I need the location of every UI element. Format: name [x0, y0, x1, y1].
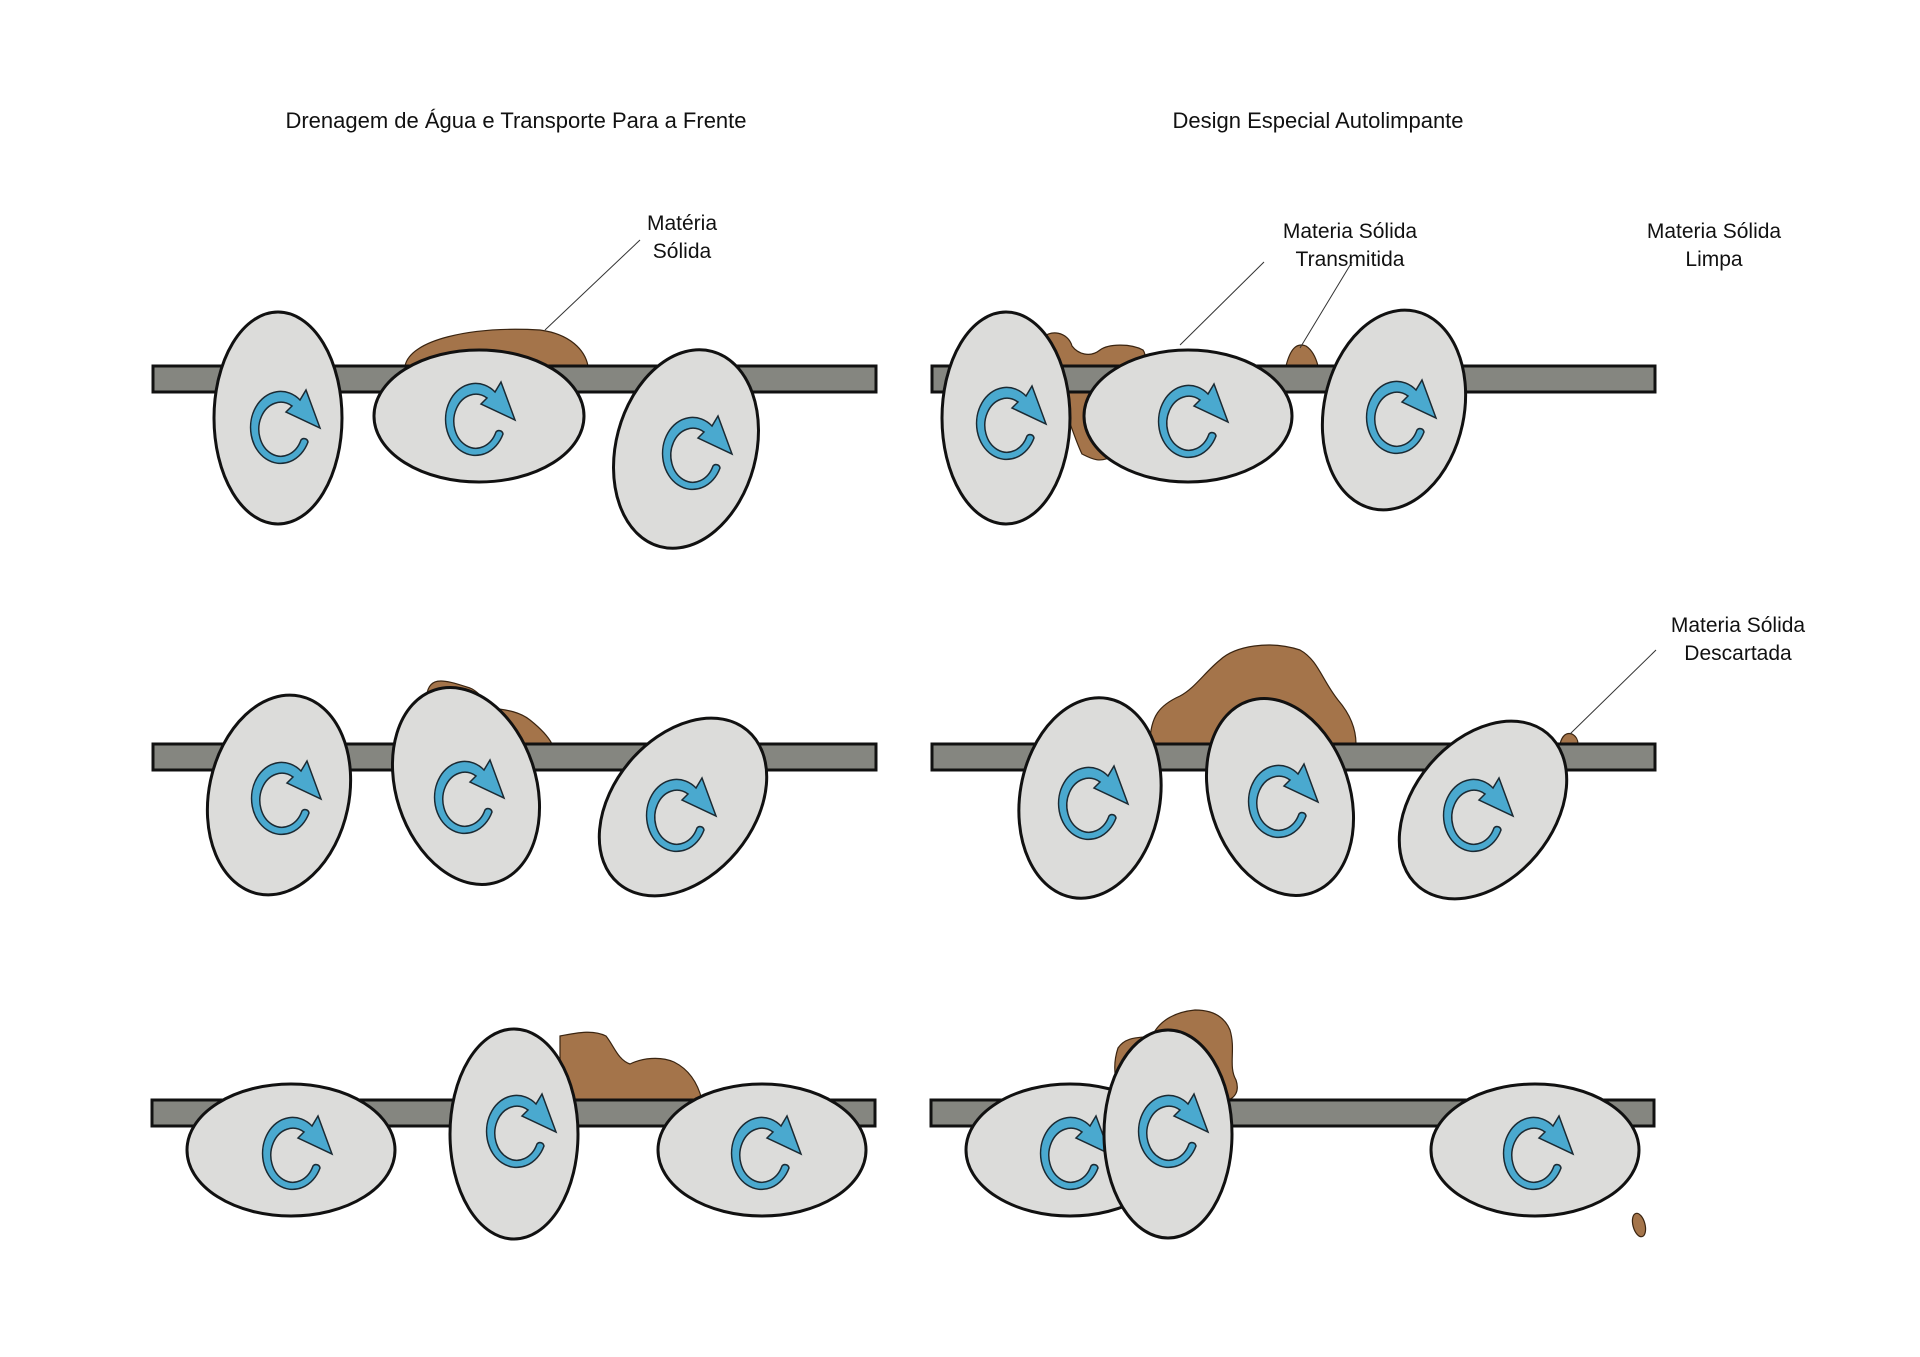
roller-disc [612, 348, 760, 550]
leader-line [1299, 261, 1353, 349]
roller-disc [1397, 719, 1569, 901]
label-transmitted-line1: Materia Sólida [1283, 220, 1418, 243]
solid-matter-discarded [1559, 732, 1579, 745]
left-panel-title: Drenagem de Água e Transporte Para a Fre… [285, 108, 746, 133]
leader-line [1569, 649, 1657, 735]
label-solid-matter-line1: Matéria [647, 212, 717, 235]
left-row-1: Matéria Sólida [151, 212, 878, 550]
roller-disc [1082, 348, 1294, 484]
solid-matter [559, 1031, 703, 1101]
label-cleaned-line2: Limpa [1685, 248, 1743, 271]
solid-matter-cleaned [1285, 344, 1319, 367]
roller-disc [597, 716, 769, 898]
right-panel-title: Design Especial Autolimpante [1172, 108, 1463, 133]
right-row-2: Materia Sólida Descartada [930, 614, 1806, 901]
right-row-1: Materia Sólida Transmitida Materia Sólid… [930, 220, 1782, 526]
solid-matter-droplet [1631, 1212, 1647, 1238]
left-row-3 [150, 1027, 877, 1241]
roller-disc [205, 693, 353, 897]
label-discarded-line2: Descartada [1684, 642, 1792, 665]
leader-line [544, 239, 641, 331]
roller-disc [185, 1082, 397, 1218]
roller-disc [1204, 697, 1356, 897]
roller-disc [372, 348, 586, 484]
roller-disc [390, 686, 542, 886]
label-transmitted-line2: Transmitida [1296, 248, 1405, 271]
label-cleaned-line1: Materia Sólida [1647, 220, 1782, 243]
roller-disc [1017, 696, 1163, 900]
roller-disc [1429, 1082, 1641, 1218]
leader-line [1179, 261, 1265, 346]
right-row-3 [929, 1009, 1656, 1240]
roller-disc [940, 310, 1072, 526]
roller-disc [448, 1027, 580, 1241]
left-row-2 [151, 680, 878, 898]
label-discarded-line1: Materia Sólida [1671, 614, 1806, 637]
label-solid-matter-line2: Sólida [653, 240, 712, 263]
roller-disc [1320, 308, 1468, 512]
roller-disc [212, 310, 344, 526]
roller-disc [656, 1082, 868, 1218]
roller-disc [1102, 1028, 1234, 1240]
